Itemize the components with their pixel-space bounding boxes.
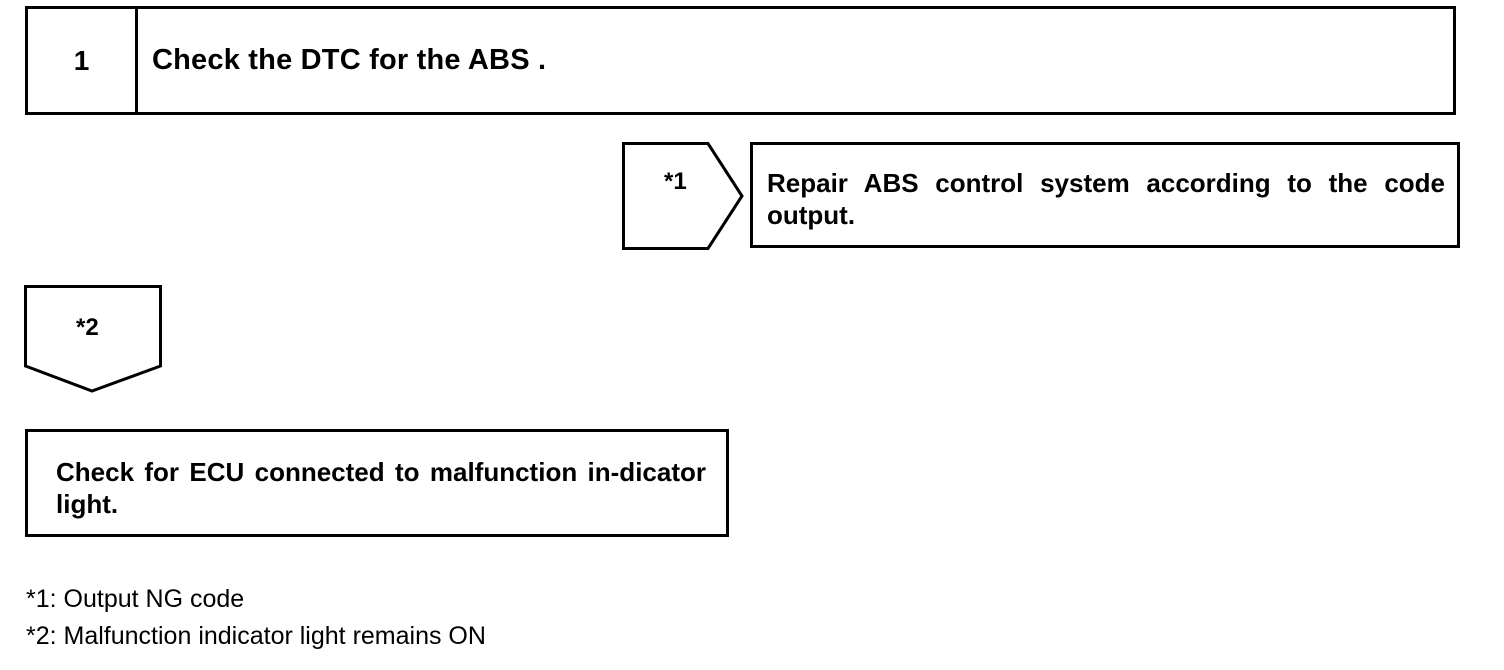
repair-action-box: Repair ABS control system according to t… xyxy=(750,142,1460,248)
arrow-down-shape xyxy=(24,285,162,393)
step-title: Check the DTC for the ABS . xyxy=(152,44,547,76)
step-box: 1 Check the DTC for the ABS . xyxy=(25,6,1456,115)
legend-item-2: *2: Malfunction indicator light remains … xyxy=(26,622,486,650)
legend-item-1: *1: Output NG code xyxy=(26,585,245,613)
step-number: 1 xyxy=(28,9,138,112)
ecu-check-box: Check for ECU connected to malfunction i… xyxy=(25,429,729,537)
branch-marker-1: *1 xyxy=(664,168,687,195)
arrow-right-shape xyxy=(622,142,744,250)
branch-marker-2: *2 xyxy=(76,314,99,341)
